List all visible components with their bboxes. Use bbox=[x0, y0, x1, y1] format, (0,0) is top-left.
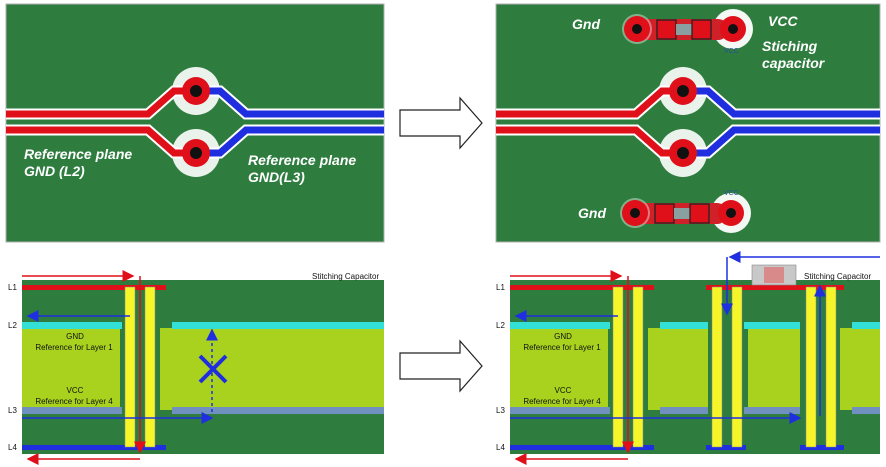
gnd-ref-title-left: GND bbox=[66, 332, 84, 341]
stitching-cap-title-right: Stitching Capacitor bbox=[804, 272, 872, 281]
stitch-via-right bbox=[805, 286, 817, 448]
stitch-via-left bbox=[711, 286, 723, 448]
ref-plane-l2-sublabel: GND (L2) bbox=[24, 163, 85, 179]
gnd-ref-desc-right: Reference for Layer 1 bbox=[523, 343, 601, 352]
gnd-ref-title-right: GND bbox=[554, 332, 572, 341]
gnd-ref-desc-left: Reference for Layer 1 bbox=[35, 343, 113, 352]
layer-l2-right: L2 bbox=[496, 321, 505, 330]
vcc-ref-title-right: VCC bbox=[554, 386, 572, 395]
ref-plane-l2-label: Reference plane bbox=[24, 146, 133, 162]
bottom-left-panel bbox=[22, 270, 384, 465]
gnd-bottom-label: Gnd bbox=[578, 205, 606, 221]
stitching-cap-label-2: capacitor bbox=[762, 55, 825, 71]
vcc-ref-desc-left: Reference for Layer 4 bbox=[35, 397, 113, 406]
stitching-cap-title-left: Stitching Capacitor bbox=[312, 272, 380, 281]
vcc-pad-top-label: VCC bbox=[724, 48, 739, 55]
ref-plane-l3-label: Reference plane bbox=[248, 152, 357, 168]
vcc-pad-bottom-label: VCC bbox=[724, 190, 739, 197]
layer-l3-left: L3 bbox=[8, 406, 17, 415]
vcc-ref-desc-right: Reference for Layer 4 bbox=[523, 397, 601, 406]
layer-l4-left: L4 bbox=[8, 443, 17, 452]
stitching-cap-label-1: Stiching bbox=[762, 38, 818, 54]
ref-plane-l3-sublabel: GND(L3) bbox=[248, 169, 305, 185]
layer-l4-right: L4 bbox=[496, 443, 505, 452]
layer-l1-right: L1 bbox=[496, 283, 505, 292]
transition-arrow-bottom bbox=[399, 339, 483, 393]
layer-l2-left: L2 bbox=[8, 321, 17, 330]
layer-l1-left: L1 bbox=[8, 283, 17, 292]
top-left-panel bbox=[5, 3, 385, 243]
vcc-ref-title-left: VCC bbox=[66, 386, 84, 395]
vcc-top-label: VCC bbox=[768, 13, 798, 29]
bottom-right-panel bbox=[510, 251, 880, 465]
signal-via-left bbox=[124, 286, 136, 448]
gnd-top-label: Gnd bbox=[572, 16, 600, 32]
layer-l3-right: L3 bbox=[496, 406, 505, 415]
top-right-panel bbox=[495, 3, 881, 243]
transition-arrow-top bbox=[399, 96, 483, 150]
